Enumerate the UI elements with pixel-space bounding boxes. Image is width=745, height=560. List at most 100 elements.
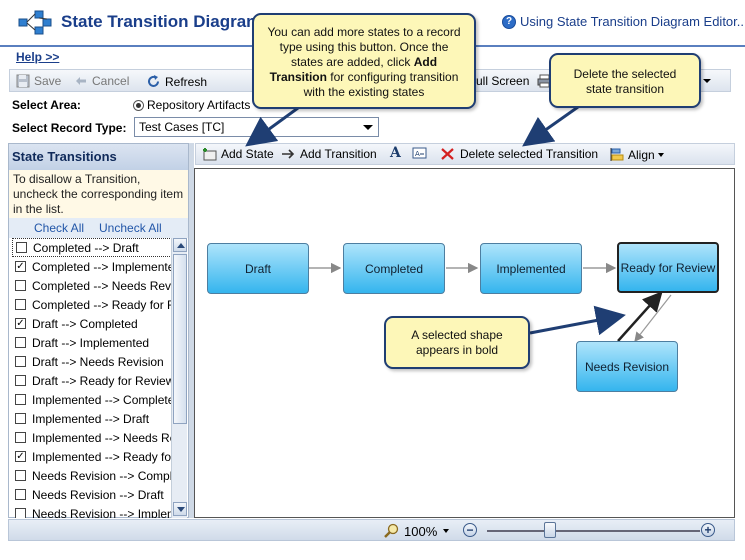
- diagram-canvas[interactable]: Draft Completed Implemented Ready for Re…: [194, 168, 735, 518]
- callout-add-state-text-1: You can add more states to a record type…: [267, 25, 461, 69]
- zoom-slider-track[interactable]: [487, 530, 700, 532]
- scroll-up-button[interactable]: [173, 238, 187, 252]
- transition-list-item[interactable]: Completed --> Ready for Review: [12, 295, 172, 314]
- panel-instructions: To disallow a Transition, uncheck the co…: [9, 170, 188, 218]
- checkbox-unchecked-icon[interactable]: [15, 394, 26, 405]
- add-state-button[interactable]: Add State: [202, 147, 274, 161]
- align-label: Align: [628, 147, 655, 162]
- panel-splitter[interactable]: [189, 143, 194, 518]
- checkbox-unchecked-icon[interactable]: [15, 432, 26, 443]
- arrow-down-icon: [177, 507, 185, 512]
- list-scrollbar[interactable]: [171, 238, 187, 518]
- area-radio-repository-artifacts[interactable]: Repository Artifacts: [133, 98, 250, 112]
- checkbox-unchecked-icon[interactable]: [15, 375, 26, 386]
- transition-list-item[interactable]: ✓ Implemented --> Ready for Review: [12, 447, 172, 466]
- check-all-link[interactable]: Check All: [34, 221, 85, 235]
- state-completed[interactable]: Completed: [343, 243, 445, 294]
- record-type-value: Test Cases [TC]: [139, 120, 225, 134]
- chevron-down-icon: [657, 152, 664, 157]
- page-title: State Transition Diagram: [61, 12, 262, 31]
- panel-title: State Transitions: [9, 144, 188, 170]
- transition-list-item[interactable]: Needs Revision --> Completed: [12, 466, 172, 485]
- delete-transition-button[interactable]: Delete selected Transition: [440, 147, 598, 161]
- checkbox-unchecked-icon[interactable]: [15, 280, 26, 291]
- transition-list-item-label: Needs Revision --> Draft: [32, 487, 164, 502]
- transition-list-item[interactable]: Draft --> Ready for Review: [12, 371, 172, 390]
- transition-list-item[interactable]: Needs Revision --> Implemented: [12, 504, 172, 518]
- checkbox-unchecked-icon[interactable]: [15, 337, 26, 348]
- transition-list-item[interactable]: Draft --> Implemented: [12, 333, 172, 352]
- text-format-button[interactable]: A: [412, 147, 427, 159]
- scroll-thumb[interactable]: [173, 254, 187, 424]
- check-links-bar: Check All Uncheck All: [9, 218, 188, 238]
- callout-selected-shape: A selected shape appears in bold: [384, 316, 530, 369]
- add-state-icon: [203, 148, 217, 161]
- transition-list-item-label: Implemented --> Completed: [32, 392, 172, 407]
- transition-list-item[interactable]: ✓Draft --> Completed: [12, 314, 172, 333]
- full-screen-button[interactable]: ull Screen: [476, 74, 529, 88]
- checkbox-unchecked-icon[interactable]: [15, 508, 26, 518]
- help-editor-link-label: Using State Transition Diagram Editor...: [520, 14, 745, 29]
- transition-list-item-label: Implemented --> Needs Revision: [32, 430, 172, 445]
- scroll-down-button[interactable]: [173, 502, 187, 516]
- checkbox-checked-icon[interactable]: ✓: [15, 261, 26, 272]
- add-transition-button[interactable]: Add Transition: [281, 147, 377, 161]
- chevron-down-icon: [363, 125, 373, 130]
- transition-list-item[interactable]: Completed --> Needs Revision: [12, 276, 172, 295]
- state-ready-for-review[interactable]: Ready for Review: [617, 242, 719, 293]
- help-editor-link[interactable]: ? Using State Transition Diagram Editor.…: [502, 14, 745, 29]
- area-radio-label: Repository Artifacts: [147, 98, 251, 112]
- floppy-disk-icon: [16, 74, 30, 88]
- transition-list-item[interactable]: ✓Completed --> Implemented: [12, 257, 172, 276]
- font-button[interactable]: A: [390, 145, 401, 161]
- callout-pointer-selected: [529, 305, 626, 336]
- transition-list-item-label: Completed --> Ready for Review: [32, 297, 172, 312]
- svg-text:A: A: [415, 150, 420, 158]
- minus-icon: −: [466, 523, 474, 537]
- state-diagram-logo-icon: [18, 10, 52, 35]
- checkbox-unchecked-icon[interactable]: [16, 242, 27, 253]
- state-needs-revision[interactable]: Needs Revision: [576, 341, 678, 392]
- transition-ready-needs-revision[interactable]: [634, 294, 672, 342]
- delete-transition-label: Delete selected Transition: [460, 147, 599, 161]
- save-button[interactable]: Save: [16, 74, 61, 88]
- checkbox-unchecked-icon[interactable]: [15, 299, 26, 310]
- state-draft[interactable]: Draft: [207, 243, 309, 294]
- transition-list-item-label: Implemented --> Ready for Review: [32, 449, 172, 464]
- checkbox-unchecked-icon[interactable]: [15, 470, 26, 481]
- state-transitions-panel: State Transitions To disallow a Transiti…: [8, 143, 189, 518]
- transition-list-item[interactable]: Draft --> Needs Revision: [12, 352, 172, 371]
- state-implemented[interactable]: Implemented: [480, 243, 582, 294]
- zoom-out-button[interactable]: −: [463, 523, 477, 537]
- refresh-button[interactable]: Refresh: [146, 74, 207, 89]
- zoom-dropdown[interactable]: 100%: [384, 523, 450, 539]
- delete-x-icon: [441, 148, 454, 160]
- checkbox-checked-icon[interactable]: ✓: [15, 318, 26, 329]
- magnifier-icon: [384, 523, 399, 538]
- transition-list-item[interactable]: Implemented --> Draft: [12, 409, 172, 428]
- checkbox-unchecked-icon[interactable]: [15, 489, 26, 500]
- transition-list: Completed --> Draft✓Completed --> Implem…: [12, 238, 172, 518]
- toolbar-more-dropdown[interactable]: [703, 79, 711, 83]
- zoom-in-button[interactable]: +: [701, 523, 715, 537]
- checkbox-unchecked-icon[interactable]: [15, 356, 26, 367]
- help-link[interactable]: Help >>: [16, 50, 60, 64]
- zoom-slider-thumb[interactable]: [544, 522, 556, 538]
- transition-list-item[interactable]: Needs Revision --> Draft: [12, 485, 172, 504]
- chevron-down-icon: [703, 79, 711, 83]
- checkbox-checked-icon[interactable]: ✓: [15, 451, 26, 462]
- callout-add-state-bold: Add Transition: [269, 55, 438, 84]
- refresh-button-label: Refresh: [165, 74, 208, 89]
- transition-list-item-label: Completed --> Needs Revision: [32, 278, 172, 293]
- transition-list-item[interactable]: Completed --> Draft: [12, 238, 172, 257]
- callout-pointer-add-state: [245, 106, 299, 147]
- uncheck-all-link[interactable]: Uncheck All: [99, 221, 162, 235]
- checkbox-unchecked-icon[interactable]: [15, 413, 26, 424]
- callout-pointer-delete: [522, 105, 579, 147]
- transition-list-item[interactable]: Implemented --> Completed: [12, 390, 172, 409]
- align-dropdown[interactable]: Align: [609, 147, 664, 162]
- font-letter-icon: A: [390, 145, 401, 161]
- callout-add-state-text-2: for configuring transition with the exis…: [303, 70, 459, 99]
- transition-list-item[interactable]: Implemented --> Needs Revision: [12, 428, 172, 447]
- cancel-button[interactable]: Cancel: [74, 74, 129, 88]
